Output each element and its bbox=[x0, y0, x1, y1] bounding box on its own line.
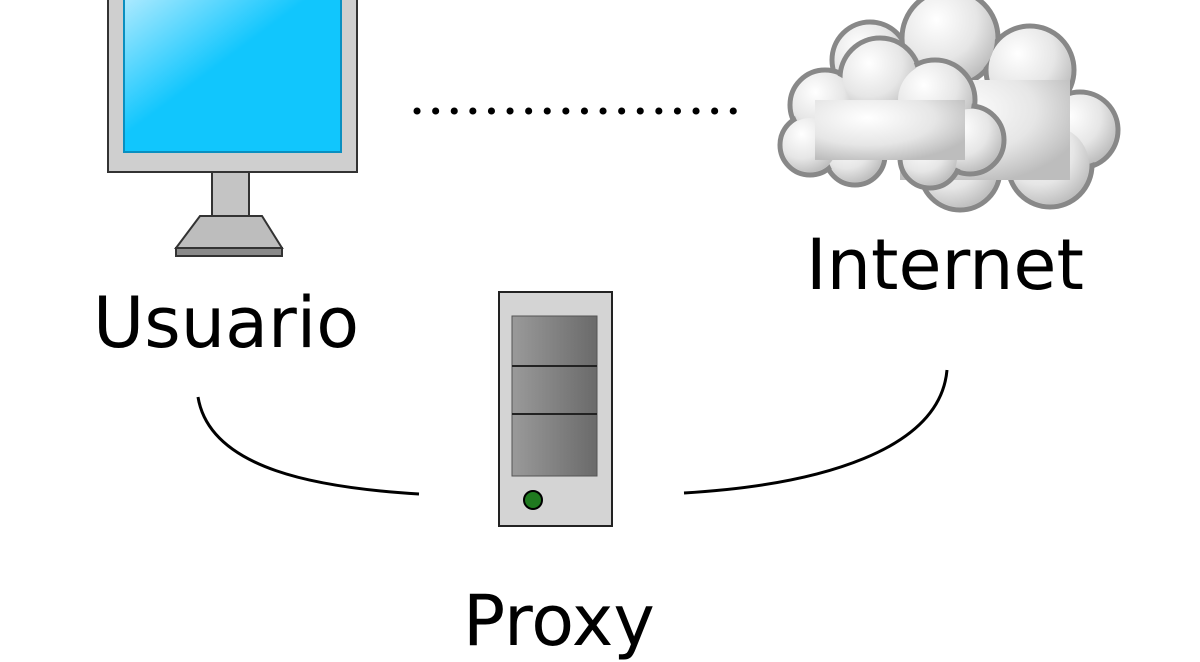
cloud-icon bbox=[777, 0, 1121, 213]
computer-monitor-icon bbox=[107, 0, 358, 257]
proxy-diagram bbox=[107, 0, 1121, 527]
label-proxy: Proxy bbox=[463, 580, 655, 662]
label-internet: Internet bbox=[806, 224, 1084, 306]
label-usuario: Usuario bbox=[93, 282, 360, 364]
connector-proxy-internet bbox=[683, 369, 949, 495]
server-tower-icon bbox=[498, 291, 613, 527]
connector-user-proxy bbox=[196, 396, 420, 496]
power-led bbox=[523, 490, 543, 510]
